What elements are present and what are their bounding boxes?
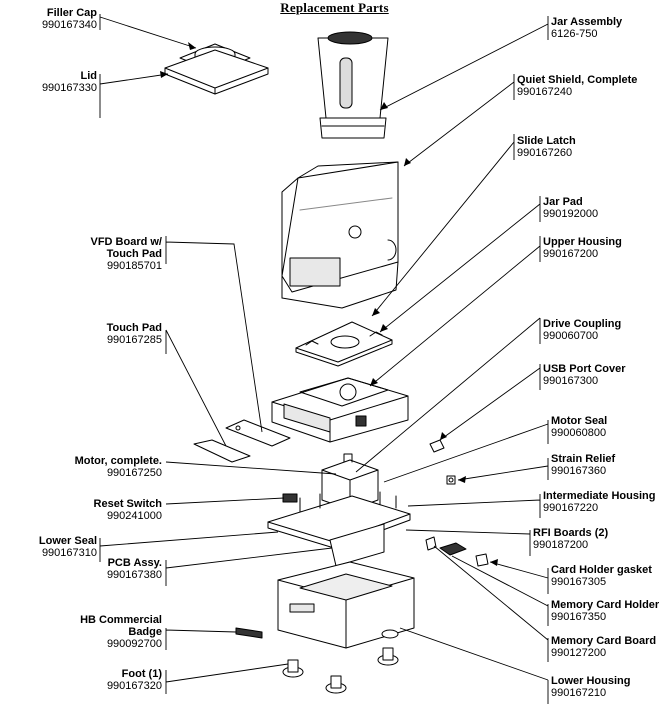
memory-board-part-number: 990127200 — [551, 647, 607, 659]
jar-assembly-part-number: 6126-750 — [551, 28, 598, 40]
touch-pad-illustration — [193, 439, 251, 463]
lower-seal-part-number: 990167310 — [41, 547, 97, 559]
quiet-shield-label: Quiet Shield, Complete — [517, 74, 638, 86]
strain-relief-part-number: 990167360 — [551, 465, 607, 477]
foot-part-number: 990167320 — [106, 680, 162, 692]
callout-memory-holder: Memory Card Holder 990167350 — [551, 599, 659, 623]
callout-slide-latch: Slide Latch 990167260 — [517, 135, 576, 159]
rfi-boards-label: RFI Boards (2) — [533, 527, 609, 539]
vfd-board-label-line1: VFD Board w/ — [90, 236, 162, 248]
filler-cap-label: Filler Cap — [46, 7, 97, 19]
slide-latch-label: Slide Latch — [517, 135, 576, 147]
lower-seal-label: Lower Seal — [38, 535, 97, 547]
strain-relief-label: Strain Relief — [551, 453, 616, 465]
foot-illustration — [282, 629, 399, 694]
quiet-shield-illustration — [281, 161, 399, 309]
rfi-boards-illustration — [425, 536, 437, 551]
motor-label: Motor, complete. — [74, 455, 162, 467]
jar-pad-illustration — [295, 321, 393, 367]
leader-lines — [99, 14, 549, 704]
upper-housing-part-number: 990167200 — [543, 248, 599, 260]
motor-seal-illustration — [429, 439, 445, 453]
vfd-board-part-number: 990185701 — [106, 260, 162, 272]
reset-switch-label: Reset Switch — [93, 498, 162, 510]
memory-board-label: Memory Card Board — [551, 635, 657, 647]
vfd-board-illustration — [225, 419, 291, 447]
reset-switch-illustration — [282, 493, 298, 503]
callout-intermediate-housing: Intermediate Housing 990167220 — [543, 490, 655, 514]
card-gasket-label: Card Holder gasket — [551, 564, 652, 576]
callout-rfi-boards: RFI Boards (2) 990187200 — [533, 527, 608, 551]
callout-drive-coupling: Drive Coupling 990060700 — [543, 318, 621, 342]
hb-badge-part-number: 990092700 — [106, 638, 162, 650]
intermediate-housing-part-number: 990167220 — [543, 502, 599, 514]
motor-part-number: 990167250 — [106, 467, 162, 479]
jar-assembly-label: Jar Assembly — [551, 16, 623, 28]
touch-pad-label: Touch Pad — [106, 322, 162, 334]
motor-seal-label: Motor Seal — [551, 415, 608, 427]
memory-card-holder-illustration — [439, 542, 467, 556]
drive-coupling-part-number: 990060700 — [543, 330, 599, 342]
callout-usb-cover: USB Port Cover 990167300 — [543, 363, 626, 387]
intermediate-housing-label: Intermediate Housing — [543, 490, 656, 502]
callout-pcb-assy: PCB Assy. 990167380 — [107, 557, 162, 581]
usb-cover-part-number: 990167300 — [543, 375, 599, 387]
lid-illustration — [164, 49, 269, 95]
callout-upper-housing: Upper Housing 990167200 — [543, 236, 622, 260]
foot-label: Foot (1) — [121, 668, 162, 680]
upper-housing-illustration — [271, 377, 409, 443]
callout-filler-cap: Filler Cap 990167340 — [42, 7, 97, 31]
quiet-shield-part-number: 990167240 — [517, 86, 573, 98]
filler-cap-part-number: 990167340 — [41, 19, 97, 31]
jar-pad-label: Jar Pad — [543, 196, 583, 208]
vfd-board-label-line2: Touch Pad — [106, 248, 162, 260]
pcb-illustration — [329, 523, 385, 567]
reset-switch-part-number: 990241000 — [106, 510, 162, 522]
pcb-assy-part-number: 990167380 — [106, 569, 162, 581]
callout-strain-relief: Strain Relief 990167360 — [551, 453, 615, 477]
upper-housing-label: Upper Housing — [543, 236, 622, 248]
callout-jar-pad: Jar Pad 990192000 — [543, 196, 598, 220]
diagram-title: Replacement Parts — [280, 0, 389, 15]
arrowheads — [160, 42, 498, 566]
touch-pad-part-number: 990167285 — [106, 334, 162, 346]
callout-lower-housing: Lower Housing 990167210 — [551, 675, 630, 699]
callout-reset-switch: Reset Switch 990241000 — [94, 498, 162, 522]
card-holder-gasket-illustration — [475, 553, 489, 567]
lid-label: Lid — [80, 70, 98, 82]
callout-lower-seal: Lower Seal 990167310 — [39, 535, 97, 559]
jar-assembly-illustration — [317, 31, 389, 139]
memory-holder-label: Memory Card Holder — [551, 599, 660, 611]
callout-motor-seal: Motor Seal 990060800 — [551, 415, 607, 439]
lid-part-number: 990167330 — [41, 82, 97, 94]
callout-vfd-board: VFD Board w/ Touch Pad 990185701 — [90, 236, 162, 272]
hb-badge-label-line2: Badge — [128, 626, 162, 638]
callout-motor: Motor, complete. 990167250 — [75, 455, 162, 479]
callout-card-gasket: Card Holder gasket 990167305 — [551, 564, 652, 588]
pcb-assy-label: PCB Assy. — [107, 557, 162, 569]
slide-latch-part-number: 990167260 — [517, 147, 573, 159]
lower-housing-illustration — [277, 561, 415, 649]
callout-lid: Lid 990167330 — [42, 70, 97, 94]
jar-pad-part-number: 990192000 — [543, 208, 599, 220]
memory-holder-part-number: 990167350 — [551, 611, 607, 623]
callout-touch-pad: Touch Pad 990167285 — [107, 322, 162, 346]
lower-housing-part-number: 990167210 — [551, 687, 607, 699]
callout-hb-badge: HB Commercial Badge 990092700 — [80, 614, 162, 650]
lower-housing-label: Lower Housing — [551, 675, 631, 687]
usb-cover-label: USB Port Cover — [543, 363, 626, 375]
card-gasket-part-number: 990167305 — [551, 576, 607, 588]
strain-relief-illustration — [446, 475, 456, 485]
callout-foot: Foot (1) 990167320 — [107, 668, 162, 692]
hb-badge-label-line1: HB Commercial — [80, 614, 162, 626]
callout-quiet-shield: Quiet Shield, Complete 990167240 — [517, 74, 637, 98]
rfi-boards-part-number: 990187200 — [533, 539, 589, 551]
callout-memory-board: Memory Card Board 990127200 — [551, 635, 656, 659]
callout-jar-assembly: Jar Assembly 6126-750 — [551, 16, 622, 40]
motor-seal-part-number: 990060800 — [551, 427, 607, 439]
hb-badge-illustration — [235, 627, 263, 639]
drive-coupling-label: Drive Coupling — [543, 318, 622, 330]
